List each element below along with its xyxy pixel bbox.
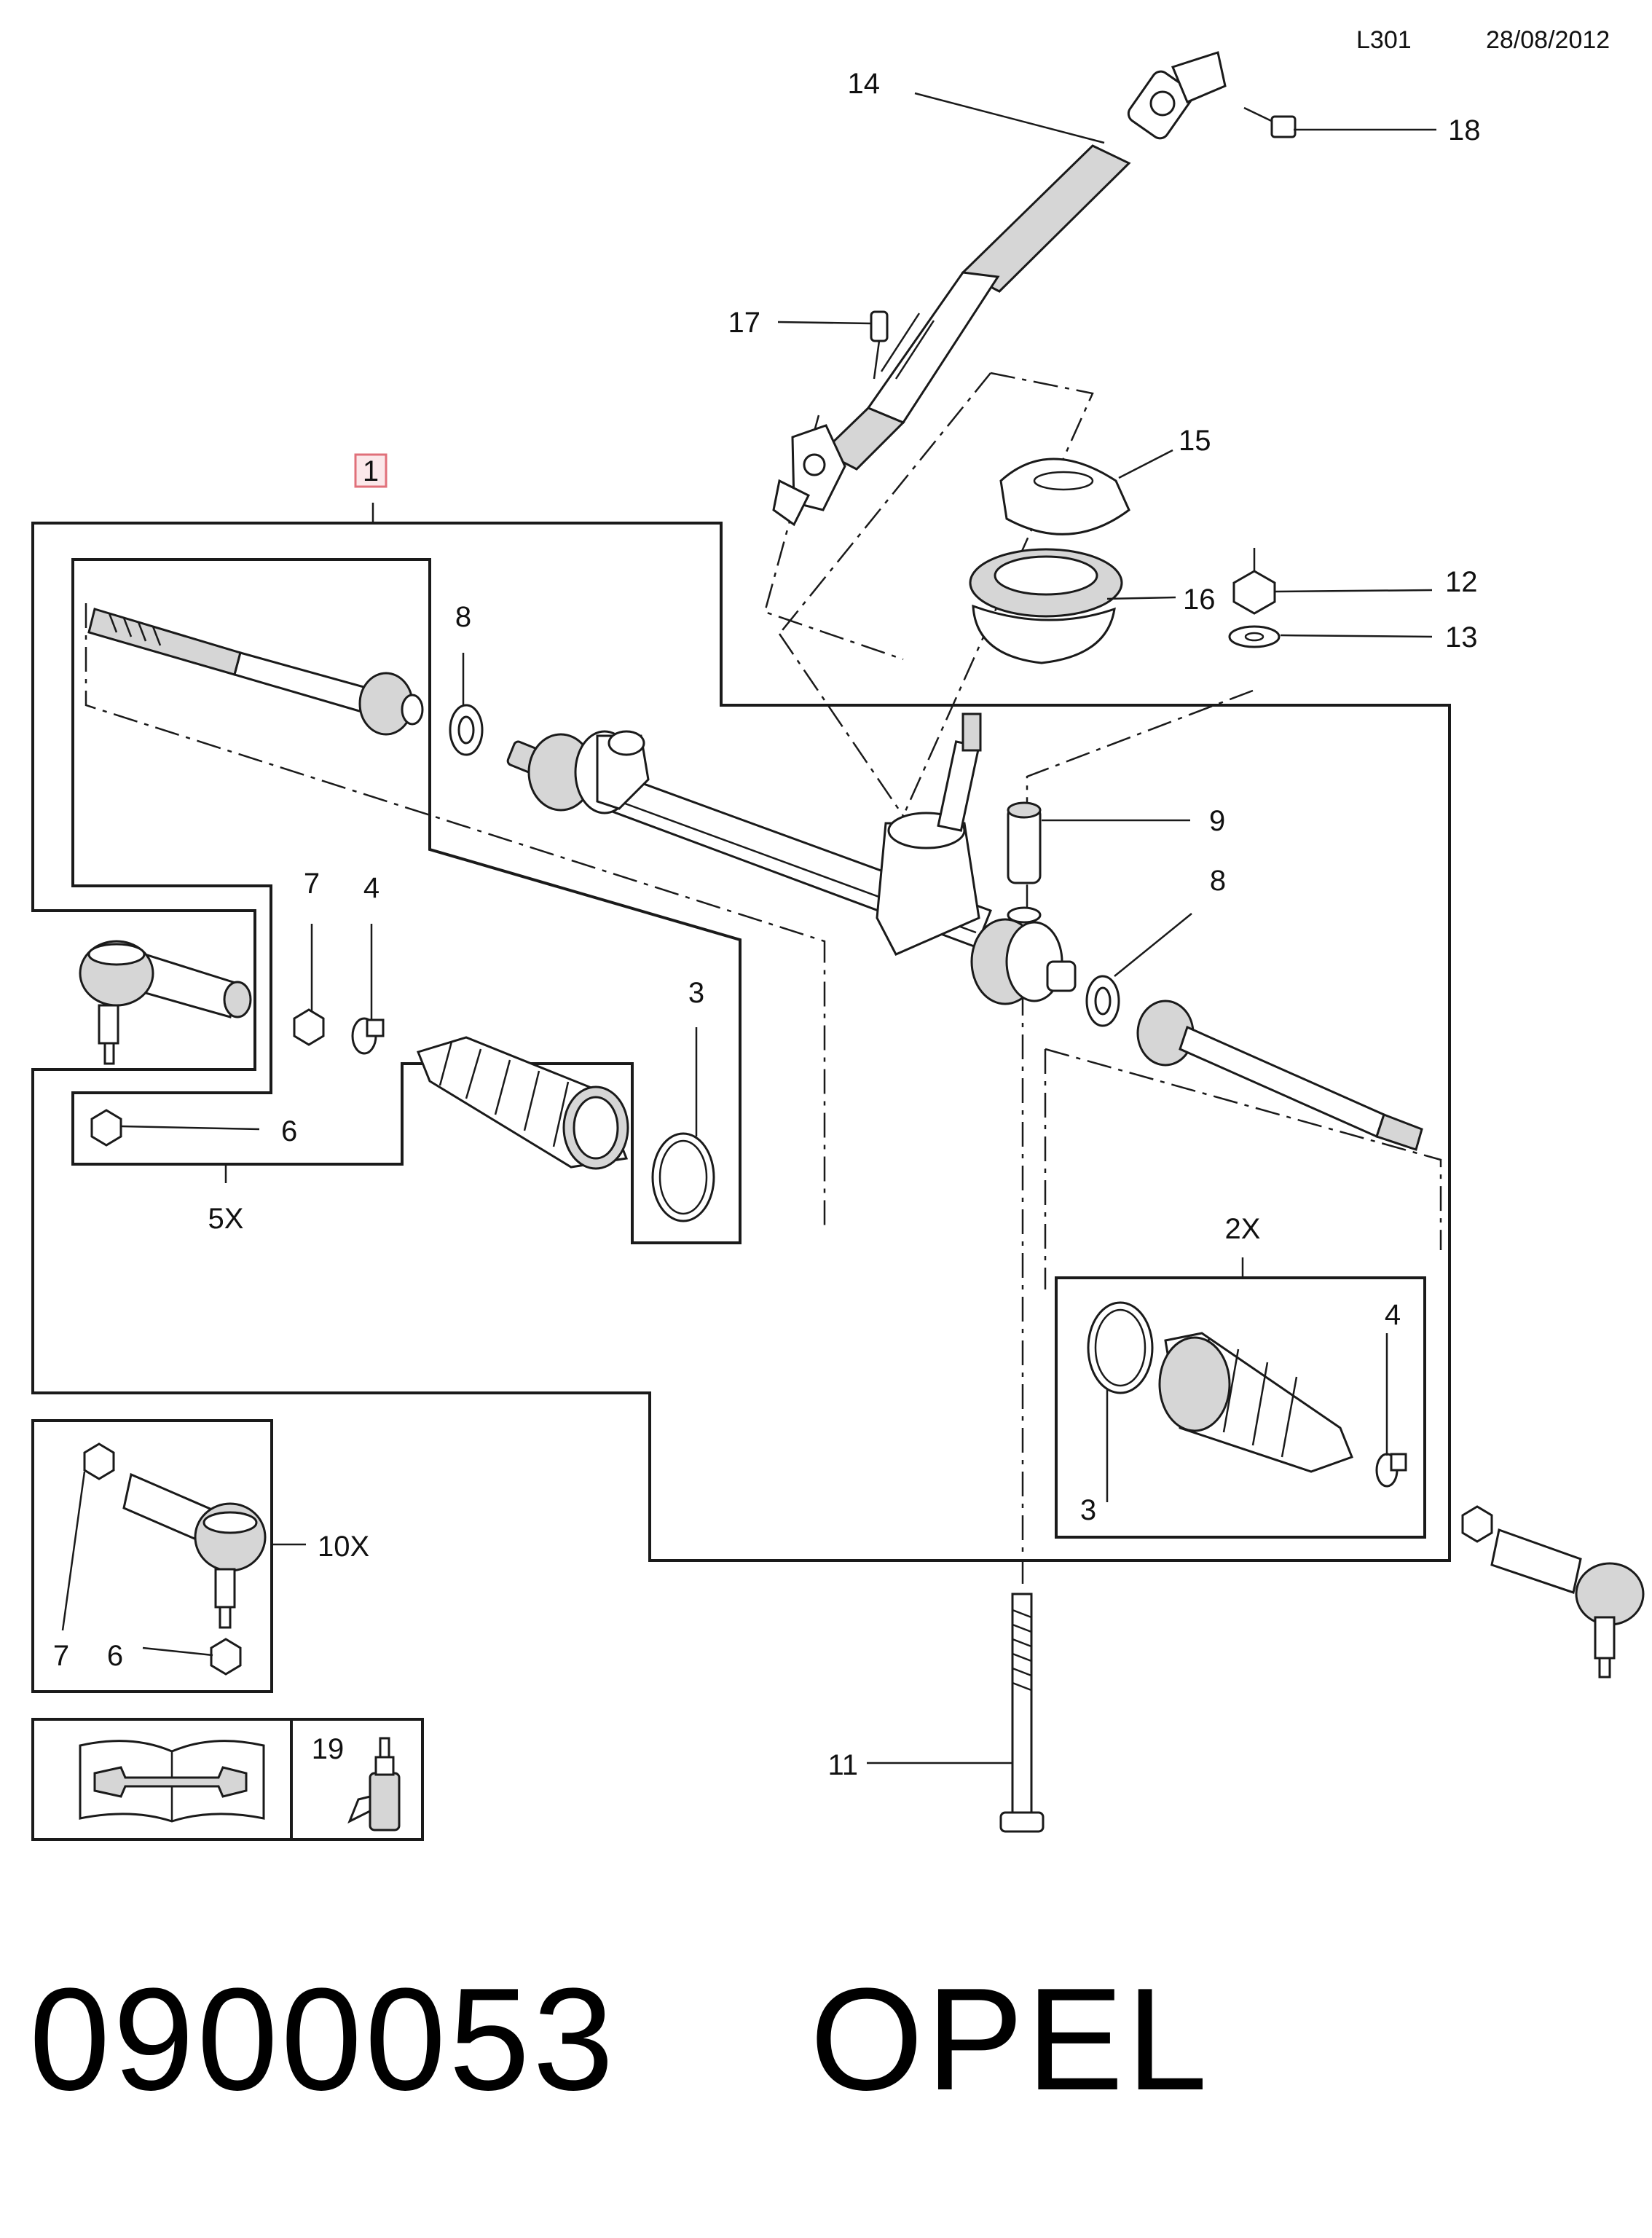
assembly-outline-1 — [31, 522, 1451, 1562]
qty-2x: 2X — [1225, 1213, 1261, 1245]
callout-7-left: 7 — [304, 868, 320, 900]
callout-9: 9 — [1209, 805, 1225, 837]
bellows-boot-left — [416, 1036, 629, 1170]
brand-name: OPEL — [810, 1958, 1211, 2121]
intermediate-shaft — [772, 51, 1227, 527]
callout-11: 11 — [827, 1749, 858, 1781]
rack-housing — [506, 712, 1077, 1005]
callout-12: 12 — [1445, 566, 1478, 598]
outer-tie-rod-end-kit — [83, 1442, 267, 1676]
callout-15: 15 — [1179, 425, 1211, 457]
leader-lines — [61, 92, 1436, 1764]
diagram-date: 28/08/2012 — [1486, 26, 1610, 54]
clip-ring-3-right — [1087, 1301, 1154, 1394]
bolt-17 — [870, 310, 889, 380]
callout-6-left: 6 — [281, 1115, 297, 1147]
callout-13: 13 — [1445, 621, 1478, 653]
callout-14: 14 — [848, 68, 881, 100]
callout-3-right: 3 — [1080, 1494, 1096, 1526]
callout-6-kit: 6 — [107, 1640, 123, 1672]
tie-rod-end-kit-outline — [31, 1419, 273, 1693]
bellows-boot-right — [1158, 1332, 1353, 1473]
washer-13 — [1228, 625, 1281, 648]
dust-cover-15 — [999, 458, 1130, 535]
callout-7-kit: 7 — [53, 1640, 69, 1672]
alignment-lines — [84, 372, 1442, 1588]
clamp-4-right — [1375, 1453, 1407, 1488]
callout-1: 1 — [363, 455, 379, 487]
qty-5x: 5X — [208, 1203, 244, 1235]
callout-3-left: 3 — [688, 977, 704, 1009]
nut-6-left — [90, 1109, 122, 1147]
callout-labels: 1 14 18 17 15 16 12 13 8 9 8 7 4 3 6 5X … — [53, 68, 1481, 1781]
bushing-9 — [1007, 801, 1042, 924]
lock-washer-8-right — [1085, 975, 1120, 1027]
tie-rod-outline-left — [71, 558, 742, 1244]
nut-7-left — [293, 1008, 325, 1046]
diagram-code: L301 — [1356, 26, 1412, 54]
clamp-4-left — [351, 1017, 385, 1055]
inner-tie-rod-left — [87, 608, 424, 736]
outer-tie-rod-end-right — [1461, 1505, 1645, 1678]
seal-16 — [969, 548, 1123, 664]
nut-12 — [1232, 548, 1276, 615]
callout-19: 19 — [312, 1733, 345, 1765]
inner-tie-rod-right — [1136, 1000, 1423, 1151]
qty-10x: 10X — [318, 1531, 369, 1563]
clip-ring-3-left — [651, 1132, 715, 1222]
part-number: 0900053 — [29, 1958, 617, 2121]
bolt-11 — [999, 1593, 1045, 1833]
callout-18: 18 — [1448, 114, 1481, 146]
outer-tie-rod-end-left — [79, 940, 252, 1065]
callout-8-right: 8 — [1210, 865, 1226, 897]
boot-kit-outline-right — [1055, 1276, 1426, 1539]
callout-4-left: 4 — [363, 872, 379, 904]
callout-17: 17 — [728, 307, 761, 339]
callout-4-right: 4 — [1385, 1299, 1401, 1331]
tools-box — [31, 1718, 424, 1841]
bolt-18 — [1243, 106, 1297, 138]
callout-16: 16 — [1183, 584, 1216, 616]
lock-washer-8-left — [449, 704, 484, 756]
sealant-bottle-icon — [347, 1737, 401, 1831]
callout-8-left: 8 — [455, 601, 471, 633]
repair-manual-icon — [79, 1740, 265, 1823]
callout-1-highlight — [354, 453, 388, 488]
